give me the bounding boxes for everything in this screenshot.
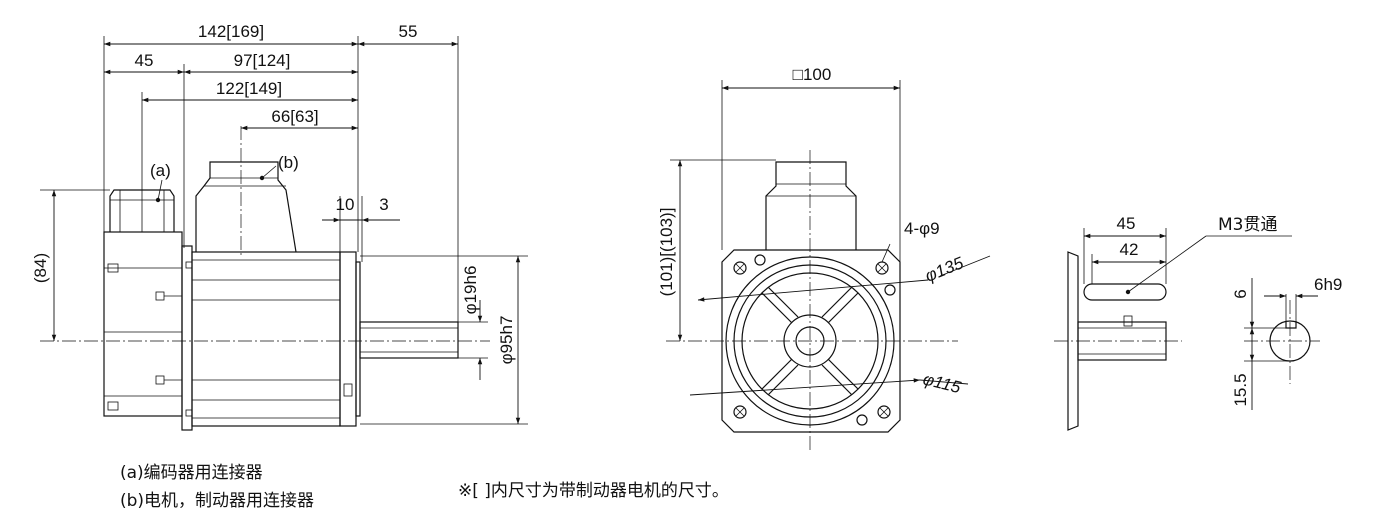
dim-mount-holes: 4-φ9 — [904, 219, 940, 238]
dim-overall-length: 142[169] — [198, 22, 264, 41]
label-connector-a: (a) — [150, 161, 171, 180]
dim-encoder-to-flange: 122[149] — [216, 79, 282, 98]
dim-shaft-len-42: 42 — [1120, 240, 1139, 259]
dim-key-width: 6h9 — [1314, 275, 1342, 294]
label-connector-b: (b) — [278, 153, 299, 172]
dim-pcd: φ135 — [922, 253, 966, 286]
note-power-connector: (b)电机，制动器用连接器 — [120, 491, 314, 511]
dim-spigot-dia: φ95h7 — [497, 316, 516, 365]
notes: (a)编码器用连接器 (b)电机，制动器用连接器 ※[ ]内尺寸为带制动器电机的… — [120, 463, 729, 511]
note-encoder-connector: (a)编码器用连接器 — [120, 463, 263, 483]
dim-shaft-height: 15.5 — [1231, 373, 1250, 406]
side-view: 142[169] 55 45 97[124] 122[149] 66[63] (… — [31, 22, 528, 431]
dim-flange-square: □100 — [793, 65, 832, 84]
dim-shaft-length: 55 — [399, 22, 418, 41]
mount-hole-tr — [875, 261, 889, 275]
dim-brake-connector-pos: 66[63] — [271, 107, 318, 126]
dim-shaft-len-45: 45 — [1117, 214, 1136, 233]
note-brake-dimensions: ※[ ]内尺寸为带制动器电机的尺寸。 — [458, 481, 729, 501]
dim-spigot: 3 — [379, 195, 388, 214]
dim-front-height: (101)[(103)] — [657, 208, 676, 297]
shaft-detail: 45 42 M3贯通 6h9 6 15.5 — [1054, 214, 1342, 431]
dim-encoder-width: 45 — [135, 51, 154, 70]
mount-hole-br — [877, 405, 891, 419]
dim-shaft-dia: φ19h6 — [461, 266, 480, 315]
label-tap-thread: M3贯通 — [1218, 215, 1277, 235]
dim-height-84: (84) — [31, 253, 50, 283]
dim-body-length: 97[124] — [234, 51, 291, 70]
dim-flange-thickness: 10 — [336, 195, 355, 214]
dim-outer-dia: φ115 — [921, 369, 963, 397]
front-view: □100 (101)[(103)] 4-φ9 φ135 φ115 — [657, 65, 991, 450]
mount-hole-tl — [733, 261, 747, 275]
mount-hole-bl — [733, 405, 747, 419]
dim-key-height: 6 — [1231, 289, 1250, 298]
